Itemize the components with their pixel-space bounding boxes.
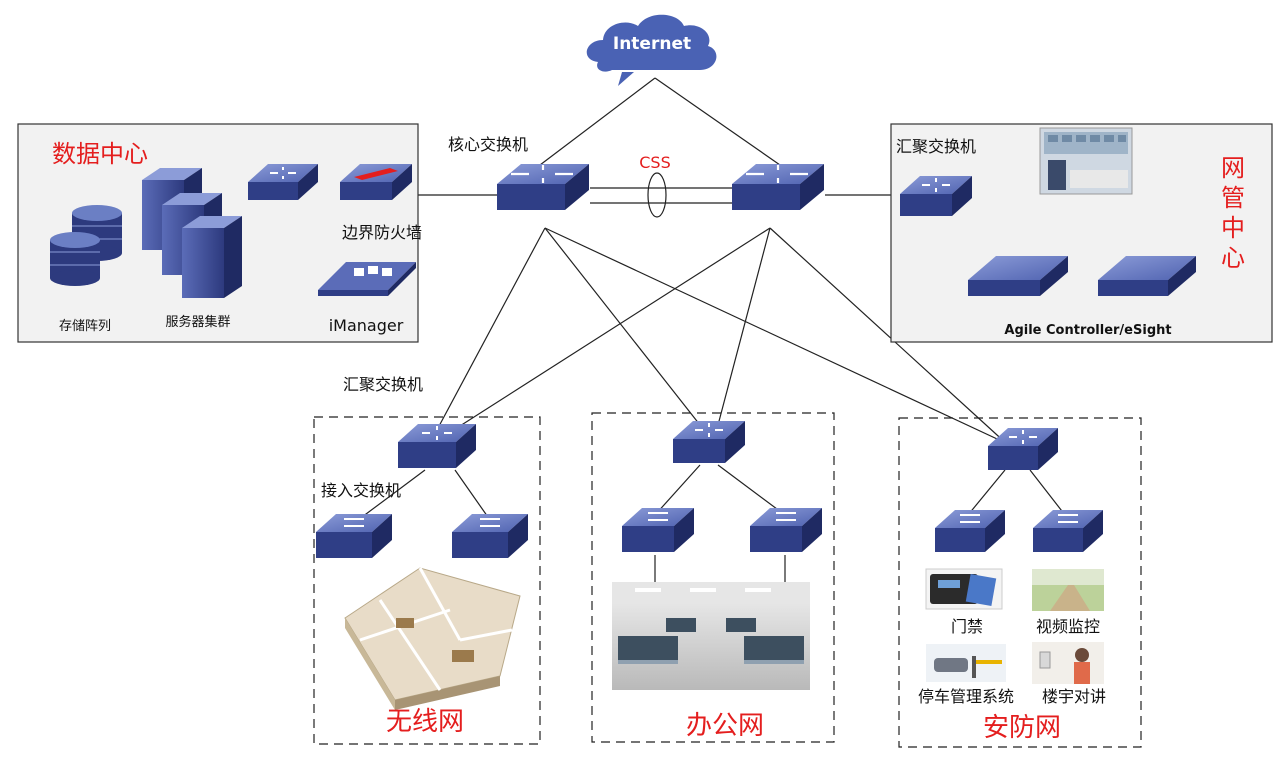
server-cluster-label: 服务器集群 <box>165 314 230 330</box>
internet-cloud-icon <box>586 14 717 86</box>
core-switch-left-icon <box>497 164 589 210</box>
security-item-label: 停车管理系统 <box>918 687 1014 706</box>
dc-switch-icon <box>248 164 318 200</box>
nms-title-char: 心 <box>1221 244 1245 272</box>
wireless-access-switch-2-icon <box>452 514 528 558</box>
apartment-floorplan-image <box>344 567 521 710</box>
wireless-agg-switch-icon <box>398 424 476 468</box>
imanager-icon <box>318 262 416 296</box>
office-access-switch-2-icon <box>750 508 822 552</box>
office-agg-switch-icon <box>673 421 745 463</box>
wireless-zone-box <box>313 416 541 745</box>
data-center-title: 数据中心 <box>52 140 148 168</box>
security-zone-box <box>898 417 1142 748</box>
monitoring-room-photo <box>1039 127 1133 195</box>
firewall-icon <box>340 164 412 200</box>
wireless-access-switch-1-icon <box>316 514 392 558</box>
storage-label: 存储阵列 <box>59 319 111 334</box>
security-access-switch-2-icon <box>1033 510 1103 552</box>
server-cluster-icon <box>142 168 242 298</box>
access-control-photo <box>925 568 1003 610</box>
office-title: 办公网 <box>686 711 764 741</box>
security-item-label: 门禁 <box>951 617 983 636</box>
security-access-switch-1-icon <box>935 510 1005 552</box>
wireless-title: 无线网 <box>386 707 464 737</box>
security-title: 安防网 <box>983 713 1061 743</box>
nms-server-1-icon <box>968 256 1068 296</box>
core-switch-right-icon <box>732 164 824 210</box>
zone-agg-switch-label: 汇聚交换机 <box>343 375 423 394</box>
imanager-label: iManager <box>329 316 404 335</box>
storage-array-icon <box>50 205 122 286</box>
parking-system-photo <box>926 644 1006 682</box>
core-switch-label: 核心交换机 <box>448 135 528 154</box>
css-label: CSS <box>639 153 670 172</box>
internet-label: Internet <box>613 34 691 54</box>
nms-title-char: 网 <box>1221 154 1245 182</box>
nms-agg-switch-icon <box>900 176 972 216</box>
nms-server-2-icon <box>1098 256 1196 296</box>
video-surveillance-photo <box>1032 569 1104 611</box>
nms-title-char: 中 <box>1221 214 1245 242</box>
nms-title: 网管中心 <box>1221 154 1245 272</box>
office-access-switch-1-icon <box>622 508 694 552</box>
security-agg-switch-icon <box>988 428 1058 470</box>
building-intercom-photo <box>1032 642 1104 684</box>
security-item-label: 楼宇对讲 <box>1042 687 1106 706</box>
office-zone-box <box>591 412 835 743</box>
office-photo-image <box>612 582 810 690</box>
css-link <box>590 172 732 218</box>
security-item-label: 视频监控 <box>1036 617 1100 636</box>
nms-title-char: 管 <box>1221 184 1245 212</box>
firewall-label: 边界防火墙 <box>342 223 422 242</box>
controller-label: Agile Controller/eSight <box>1004 323 1171 338</box>
nms-agg-switch-label: 汇聚交换机 <box>896 137 976 156</box>
nms-center-title: 网管中心 <box>1221 154 1245 272</box>
access-switch-label: 接入交换机 <box>321 481 401 500</box>
